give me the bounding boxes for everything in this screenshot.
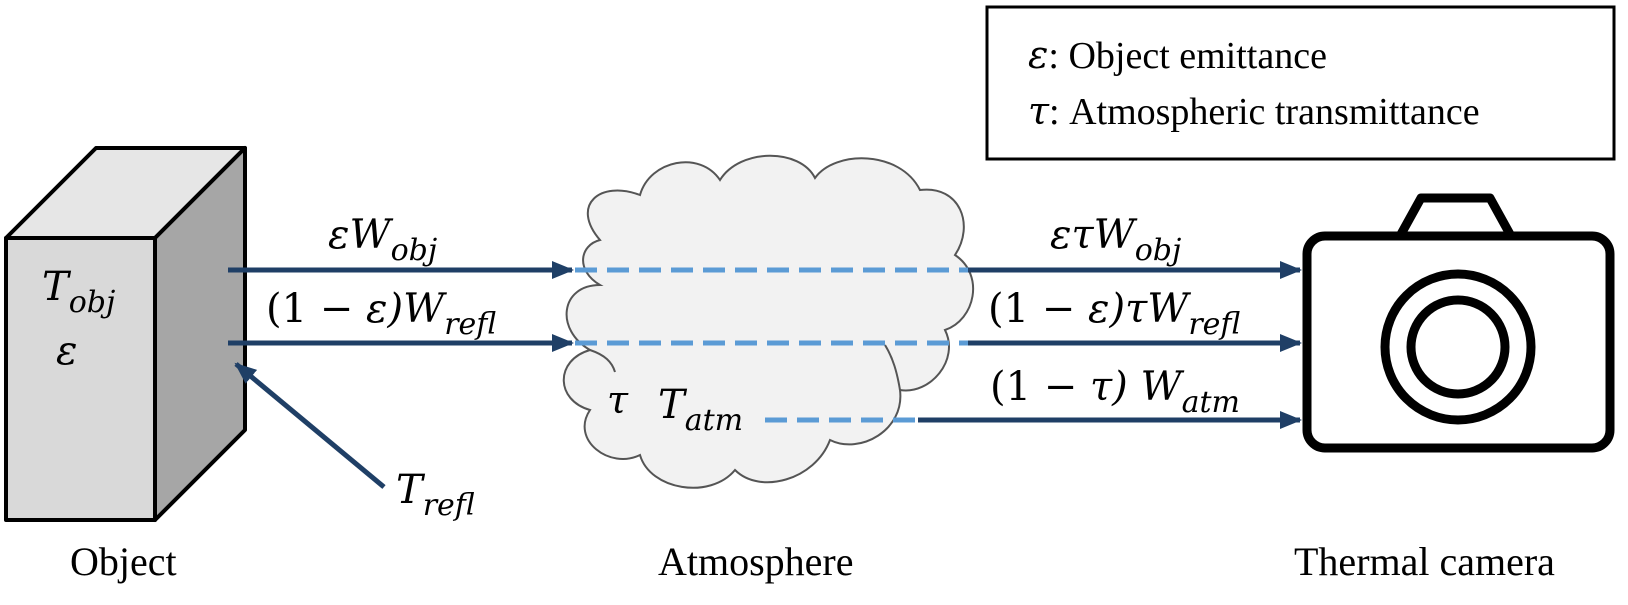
- legend-transmittance-text: : Atmospheric transmittance: [1049, 91, 1480, 133]
- camera-icon: [1302, 193, 1615, 453]
- label-atmospheric-right-prefix: (1 −: [990, 364, 1090, 410]
- label-reflected-right-sub: refl: [1188, 307, 1240, 342]
- label-reflected-left-prefix: (1 −: [266, 286, 366, 332]
- reflected-temp-label: Trefl: [396, 467, 475, 523]
- label-atmospheric-right-tau: τ: [1090, 364, 1113, 410]
- label-reflected-right-prefix: (1 −: [988, 286, 1088, 332]
- object-box-front: [4, 236, 157, 522]
- object-temp-label: Tobj: [42, 264, 115, 320]
- object-box: [4, 146, 247, 522]
- label-atmospheric-right-suffix: ) W: [1111, 364, 1184, 410]
- camera-lens-outer: [1380, 269, 1536, 425]
- atmosphere-temp-sub: atm: [685, 403, 743, 438]
- label-emitted-left: εWobj: [328, 212, 437, 268]
- label-emitted-right-main: ετW: [1050, 212, 1138, 258]
- legend-line-transmittance: τ: Atmospheric transmittance: [1028, 89, 1480, 133]
- label-emitted-left-main: εW: [328, 212, 393, 258]
- label-emitted-right-sub: obj: [1135, 233, 1182, 268]
- atmosphere-label: Atmosphere: [658, 539, 854, 584]
- label-reflected-left-suffix: )W: [386, 286, 447, 332]
- reflected-temp-symbol: T: [396, 467, 426, 513]
- object-temp-symbol: T: [42, 264, 72, 310]
- legend-tau-symbol: τ: [1028, 89, 1050, 133]
- cloud-inner-arc-right: [884, 344, 901, 391]
- camera-label: Thermal camera: [1294, 539, 1555, 584]
- label-reflected-left: (1 − ε)Wrefl: [266, 286, 496, 342]
- object-label: Object: [70, 539, 177, 584]
- label-reflected-right-suffix: )τW: [1108, 286, 1191, 332]
- atmosphere-tau-label: τ: [607, 378, 629, 422]
- cloud-inner-arc-left: [589, 349, 616, 373]
- legend: ε: Object emittance τ: Atmospheric trans…: [985, 5, 1616, 161]
- object-emissivity-label: ε: [56, 328, 77, 374]
- label-atmospheric-right: (1 − τ) Watm: [990, 364, 1240, 420]
- camera-lens-inner: [1406, 295, 1510, 399]
- label-reflected-right-eps: ε: [1088, 286, 1109, 332]
- reflected-temp-sub: refl: [423, 488, 475, 523]
- atmosphere-temp-symbol: T: [658, 382, 688, 428]
- atmosphere-temp-label: Tatm: [658, 382, 743, 438]
- label-reflected-left-eps: ε: [366, 286, 387, 332]
- label-emitted-right: ετWobj: [1050, 212, 1181, 268]
- object-temp-sub: obj: [69, 285, 116, 320]
- legend-box: [985, 5, 1616, 161]
- legend-eps-symbol: ε: [1028, 33, 1048, 77]
- camera-top-bump: [1396, 193, 1515, 239]
- atmosphere-cloud: [562, 154, 974, 489]
- label-emitted-left-sub: obj: [391, 233, 438, 268]
- camera-body: [1302, 231, 1615, 453]
- reflected-arrow: [234, 362, 386, 489]
- legend-emittance-text: : Object emittance: [1048, 35, 1327, 77]
- label-reflected-left-sub: refl: [444, 307, 496, 342]
- legend-line-emittance: ε: Object emittance: [1028, 33, 1327, 77]
- label-atmospheric-right-sub: atm: [1182, 385, 1240, 420]
- label-reflected-right: (1 − ε)τWrefl: [988, 286, 1240, 342]
